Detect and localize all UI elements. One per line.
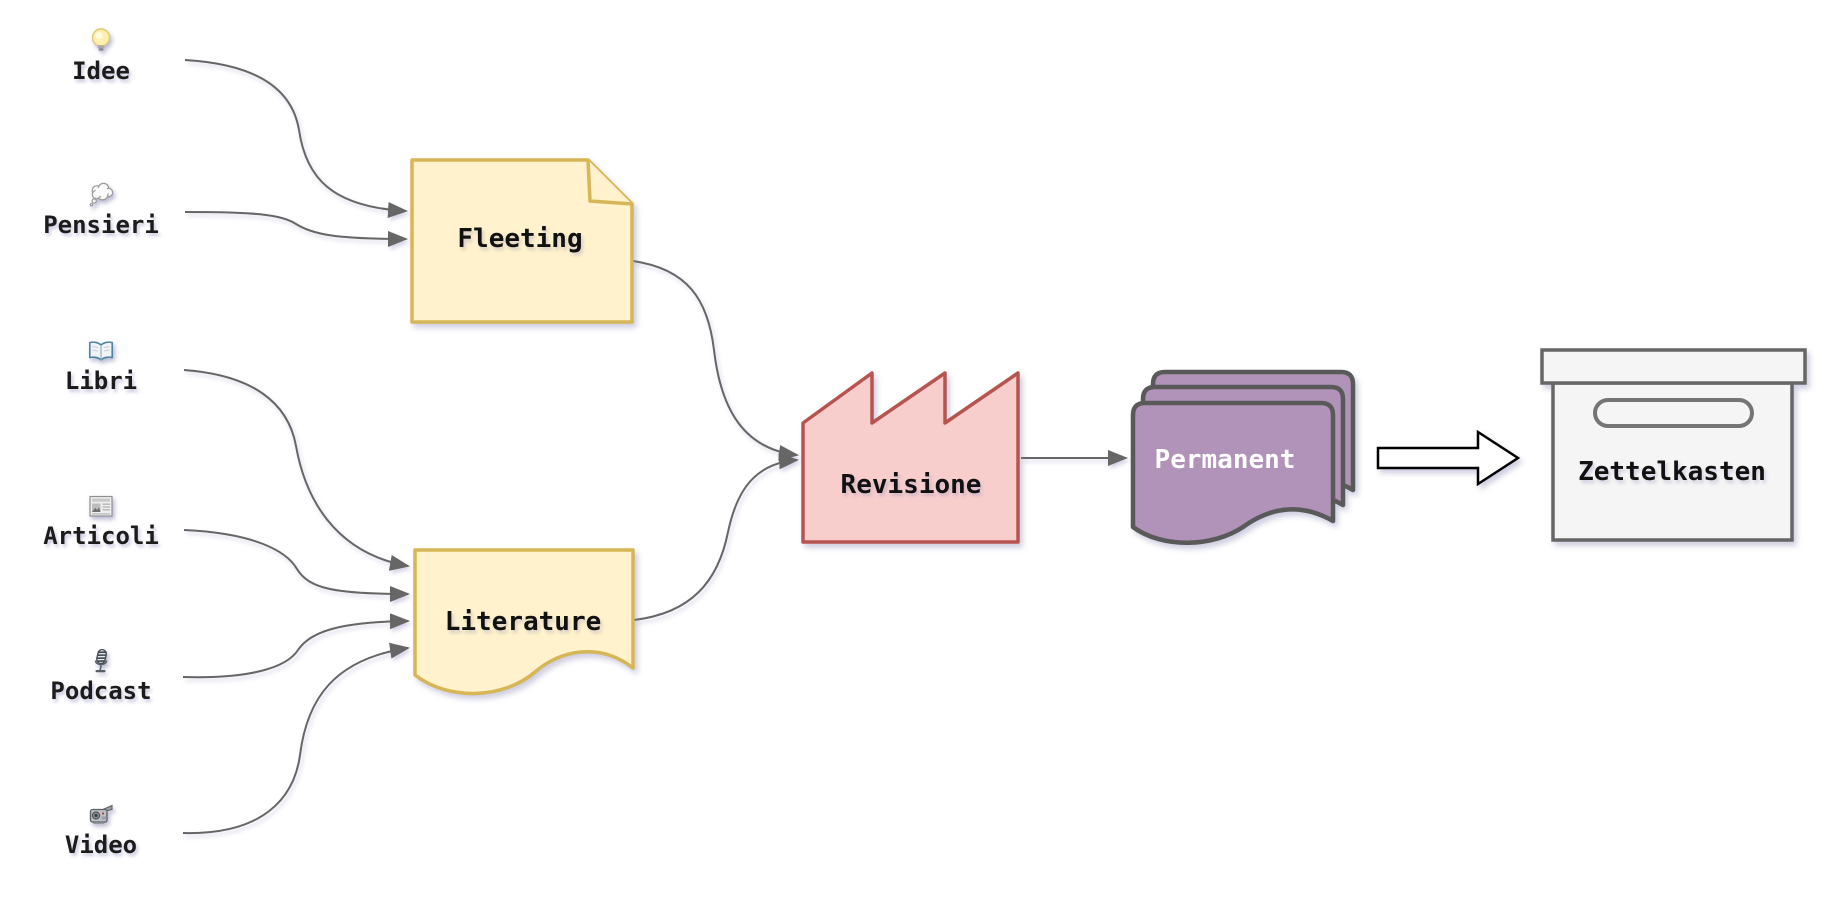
open-book-icon — [89, 341, 113, 361]
edge-video-literature — [182, 642, 410, 835]
node-label-revisione: Revisione — [840, 470, 982, 500]
node-literature-shape[interactable] — [413, 548, 635, 696]
source-label-podcast: Podcast — [50, 677, 152, 705]
edge-fleeting-revisione — [632, 260, 799, 461]
source-pensieri[interactable]: Pensieri — [20, 180, 182, 239]
edge-literature-revisione — [633, 453, 799, 621]
source-podcast[interactable]: Podcast — [20, 646, 182, 705]
node-revisione-shape[interactable] — [801, 371, 1020, 544]
node-fleeting-shape[interactable] — [410, 158, 634, 324]
node-zettelkasten-shape[interactable] — [1540, 348, 1807, 542]
edge-idee-fleeting — [184, 59, 408, 219]
source-articoli[interactable]: Articoli — [20, 491, 182, 550]
source-libri[interactable]: Libri — [20, 336, 182, 395]
node-label-permanent: Permanent — [1154, 445, 1296, 475]
source-idee[interactable]: Idee — [20, 26, 182, 85]
source-label-video: Video — [64, 831, 138, 859]
edge-libri-literature — [183, 369, 410, 571]
source-label-libri: Libri — [64, 367, 138, 395]
edge-podcast-literature — [182, 613, 410, 679]
newspaper-icon — [89, 495, 113, 517]
edge-group — [182, 59, 1128, 835]
lightbulb-icon — [91, 28, 111, 51]
thought-balloon-icon — [89, 182, 114, 207]
node-label-fleeting: Fleeting — [457, 224, 583, 254]
node-label-zettelkasten: Zettelkasten — [1578, 457, 1766, 487]
node-permanent-shape[interactable] — [1130, 369, 1356, 545]
source-label-idee: Idee — [72, 57, 130, 85]
source-video[interactable]: Video — [20, 800, 182, 859]
node-label-literature: Literature — [444, 607, 602, 637]
edge-pensieri-fleeting — [184, 211, 408, 247]
edge-articoli-literature — [183, 529, 410, 602]
source-label-pensieri: Pensieri — [43, 211, 159, 239]
microphone-icon — [94, 648, 108, 673]
source-label-articoli: Articoli — [43, 522, 159, 550]
block-arrow — [1376, 429, 1521, 487]
video-camera-icon — [89, 804, 113, 824]
